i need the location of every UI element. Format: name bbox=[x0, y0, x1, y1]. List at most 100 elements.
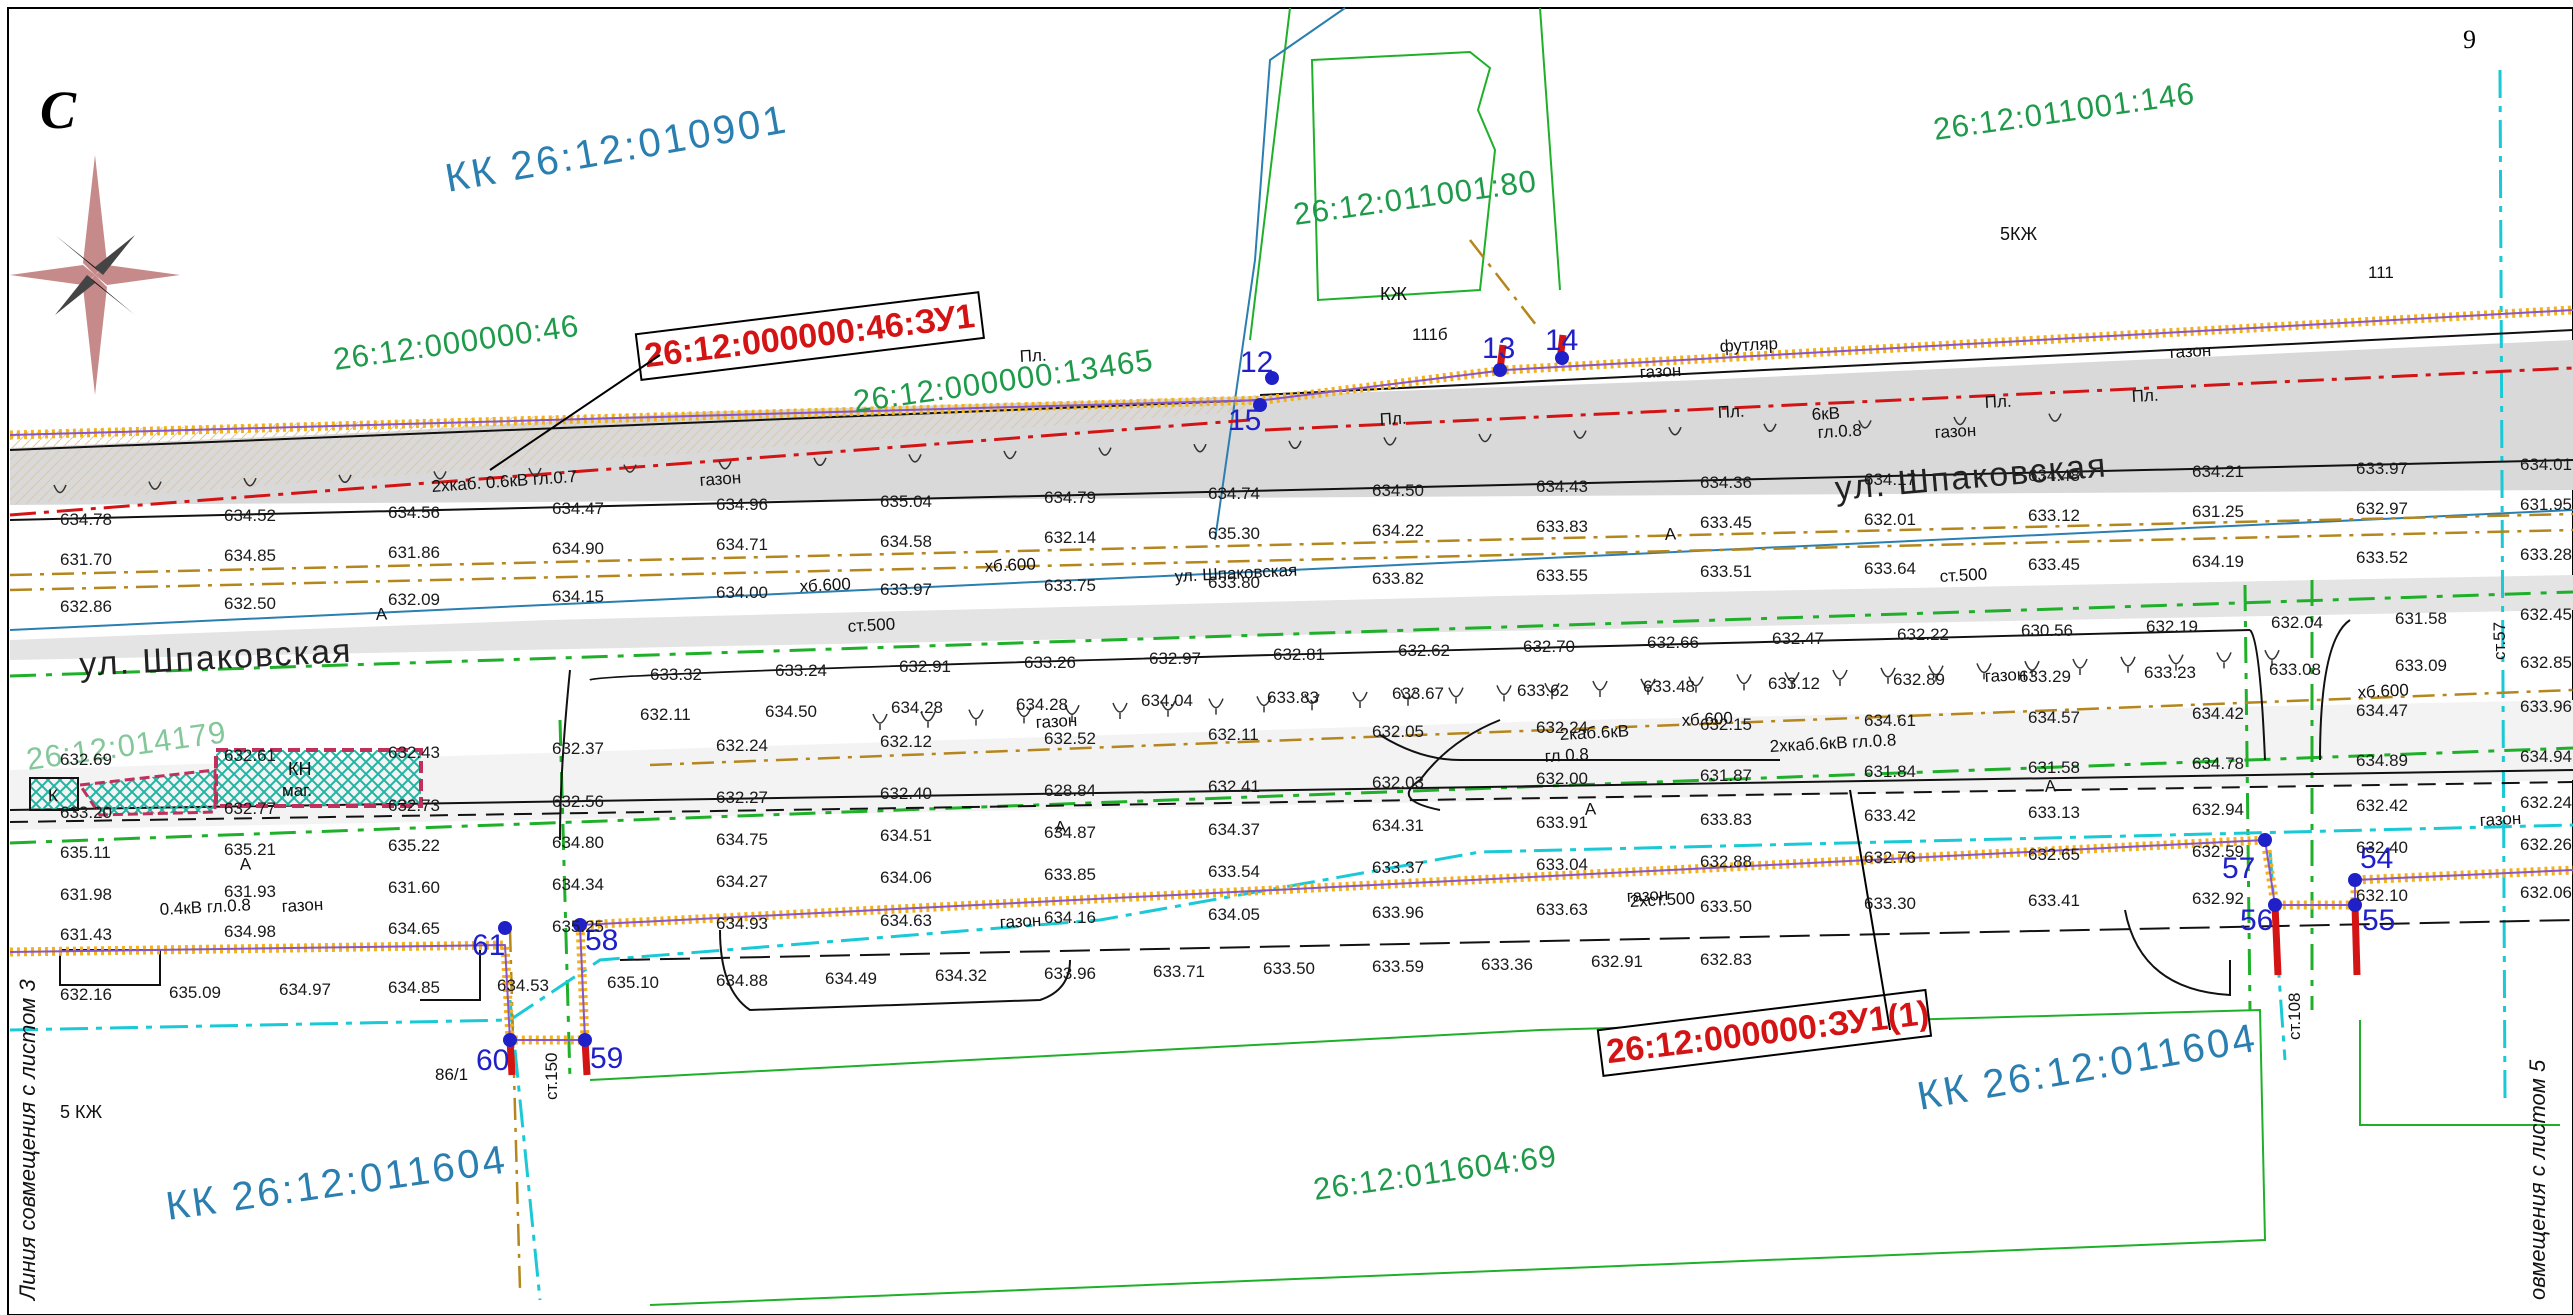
building-mag: маг. bbox=[282, 781, 312, 800]
elevation-mark: 634.19 bbox=[2192, 552, 2244, 571]
point-label-56: 56 bbox=[2240, 904, 2273, 937]
kk-label-011604-left: КК 26:12:011604 bbox=[163, 1137, 510, 1229]
elevation-mark: 633.80 bbox=[1208, 573, 1260, 592]
elevation-mark: 632.19 bbox=[2146, 617, 2198, 636]
elevation-mark: 634.17 bbox=[1864, 470, 1916, 489]
elevation-mark: 631.70 bbox=[60, 550, 112, 569]
elevation-mark: 633.12 bbox=[2028, 506, 2080, 525]
elevation-mark: 634.96 bbox=[716, 495, 768, 514]
elevation-mark: 634.78 bbox=[2192, 754, 2244, 773]
utility-label-u6: ст.500 bbox=[1939, 565, 1987, 586]
kn-annex bbox=[77, 768, 217, 817]
elevation-mark: 633.37 bbox=[1372, 858, 1424, 877]
point-marker-57 bbox=[2258, 833, 2272, 847]
tree-icon bbox=[908, 454, 922, 463]
elevation-mark: 633.91 bbox=[1536, 813, 1588, 832]
utility-label-u24: футляр bbox=[1719, 334, 1778, 356]
utility-label-u33: А bbox=[1664, 524, 1677, 544]
point-label-14: 14 bbox=[1545, 324, 1578, 357]
utility-label-u14: 0.4кВ гл.0.8 bbox=[159, 895, 251, 919]
elevation-mark: 635.04 bbox=[880, 492, 932, 511]
elevation-mark: 631.98 bbox=[60, 885, 112, 904]
elevation-mark: 634.88 bbox=[716, 971, 768, 990]
elevation-mark: 632.05 bbox=[1372, 722, 1424, 741]
kk-label-011604-right: КК 26:12:011604 bbox=[1914, 1016, 2261, 1119]
elevation-mark: 634.50 bbox=[1372, 481, 1424, 500]
tree-icon bbox=[2120, 656, 2136, 673]
elevation-mark: 633.51 bbox=[1700, 562, 1752, 581]
elevation-mark: 632.12 bbox=[880, 732, 932, 751]
elevation-mark: 634.05 bbox=[1208, 905, 1260, 924]
utility-label-u27: 6кВ bbox=[1811, 404, 1840, 424]
elevation-mark: 632.70 bbox=[1523, 637, 1575, 656]
elevation-mark: 632.62 bbox=[1398, 641, 1450, 660]
elevation-mark: 633.12 bbox=[1768, 674, 1820, 693]
elevation-mark: 632.43 bbox=[388, 743, 440, 762]
utility-label-u17: 2хст.500 bbox=[1629, 889, 1695, 911]
elevation-mark: 632.24 bbox=[1536, 718, 1588, 737]
elevation-mark: 634.98 bbox=[224, 922, 276, 941]
elevation-mark: 633.97 bbox=[880, 580, 932, 599]
elevation-mark: 631.58 bbox=[2395, 609, 2447, 628]
elevation-mark: 632.89 bbox=[1893, 670, 1945, 689]
elevation-mark: 634.65 bbox=[388, 919, 440, 938]
elevation-mark: 633.08 bbox=[2269, 660, 2321, 679]
elevation-mark: 633.83 bbox=[1536, 517, 1588, 536]
elevation-mark: 630.56 bbox=[2021, 621, 2073, 640]
tree-icon bbox=[1193, 443, 1207, 453]
boundary-points bbox=[498, 351, 2362, 1047]
elevation-mark: 632.50 bbox=[224, 594, 276, 613]
utility-label-u8: 2каб.6кВ bbox=[1559, 721, 1629, 744]
road-surface bbox=[10, 340, 2573, 505]
tree-icon bbox=[1496, 685, 1512, 702]
elevation-mark: 633.36 bbox=[1481, 955, 1533, 974]
point-marker-15 bbox=[1253, 398, 1267, 412]
building-kn: КН bbox=[288, 759, 311, 779]
tree-icon bbox=[2216, 652, 2232, 669]
elevation-mark: 633.23 bbox=[2144, 663, 2196, 682]
elevation-mark: 632.77 bbox=[224, 799, 276, 818]
utility-label-u34: А bbox=[1584, 799, 1597, 819]
tree-icon bbox=[1098, 447, 1112, 456]
utility-label-u4: хб.600 bbox=[984, 554, 1036, 576]
elevation-mark: 631.60 bbox=[388, 878, 440, 897]
elevation-mark: 634.53 bbox=[497, 976, 549, 995]
elevation-mark: 634.85 bbox=[388, 978, 440, 997]
point-marker-58 bbox=[573, 918, 587, 932]
elevation-mark: 633.64 bbox=[1864, 559, 1916, 578]
elevation-mark: 631.93 bbox=[224, 882, 276, 901]
elevation-mark: 631.86 bbox=[388, 543, 440, 562]
elevation-mark: 632.94 bbox=[2192, 800, 2244, 819]
road-edges bbox=[9, 329, 2573, 1012]
elevation-mark: 634.74 bbox=[1208, 484, 1260, 503]
elevation-mark: 632.41 bbox=[1208, 777, 1260, 796]
elevation-mark: 633.30 bbox=[1864, 894, 1916, 913]
utility-label-u19: ст.150 bbox=[542, 1053, 561, 1101]
elevation-mark: 631.43 bbox=[60, 925, 112, 944]
utility-label-u31: Пл. bbox=[2131, 386, 2159, 406]
tree-icon bbox=[1003, 450, 1017, 460]
elevation-mark: 634.31 bbox=[1372, 816, 1424, 835]
point-marker-14 bbox=[1555, 351, 1569, 365]
building-86-1: 86/1 bbox=[435, 1065, 468, 1084]
formed-parcel-zu1: 26:12:000000:46:ЗУ1 bbox=[634, 291, 986, 382]
north-letter: С bbox=[40, 80, 77, 140]
elevation-mark: 632.40 bbox=[2356, 838, 2408, 857]
tree-icon bbox=[2048, 413, 2062, 422]
utility-label-u22: Пл. bbox=[1379, 409, 1407, 429]
parcel-boundaries bbox=[589, 7, 2560, 1306]
leader-zu1-1 bbox=[1849, 789, 1891, 1031]
elevation-mark: 635.11 bbox=[60, 843, 111, 862]
formed-parcel-zu1-1-text: 26:12:000000:ЗУ1(1) bbox=[1604, 994, 1931, 1071]
elevation-mark: 633.55 bbox=[1536, 566, 1588, 585]
utility-label-u37: А bbox=[239, 854, 252, 874]
elevation-mark: 634.58 bbox=[880, 532, 932, 551]
elevation-mark: 633.71 bbox=[1153, 962, 1205, 981]
tree-icon bbox=[1400, 689, 1416, 706]
tree-icon bbox=[2072, 658, 2088, 675]
tree-icon bbox=[1478, 433, 1492, 443]
elevation-mark: 634.85 bbox=[224, 546, 276, 565]
elevation-mark: 634.16 bbox=[1044, 908, 1096, 927]
elevation-mark: 633.59 bbox=[1372, 957, 1424, 976]
